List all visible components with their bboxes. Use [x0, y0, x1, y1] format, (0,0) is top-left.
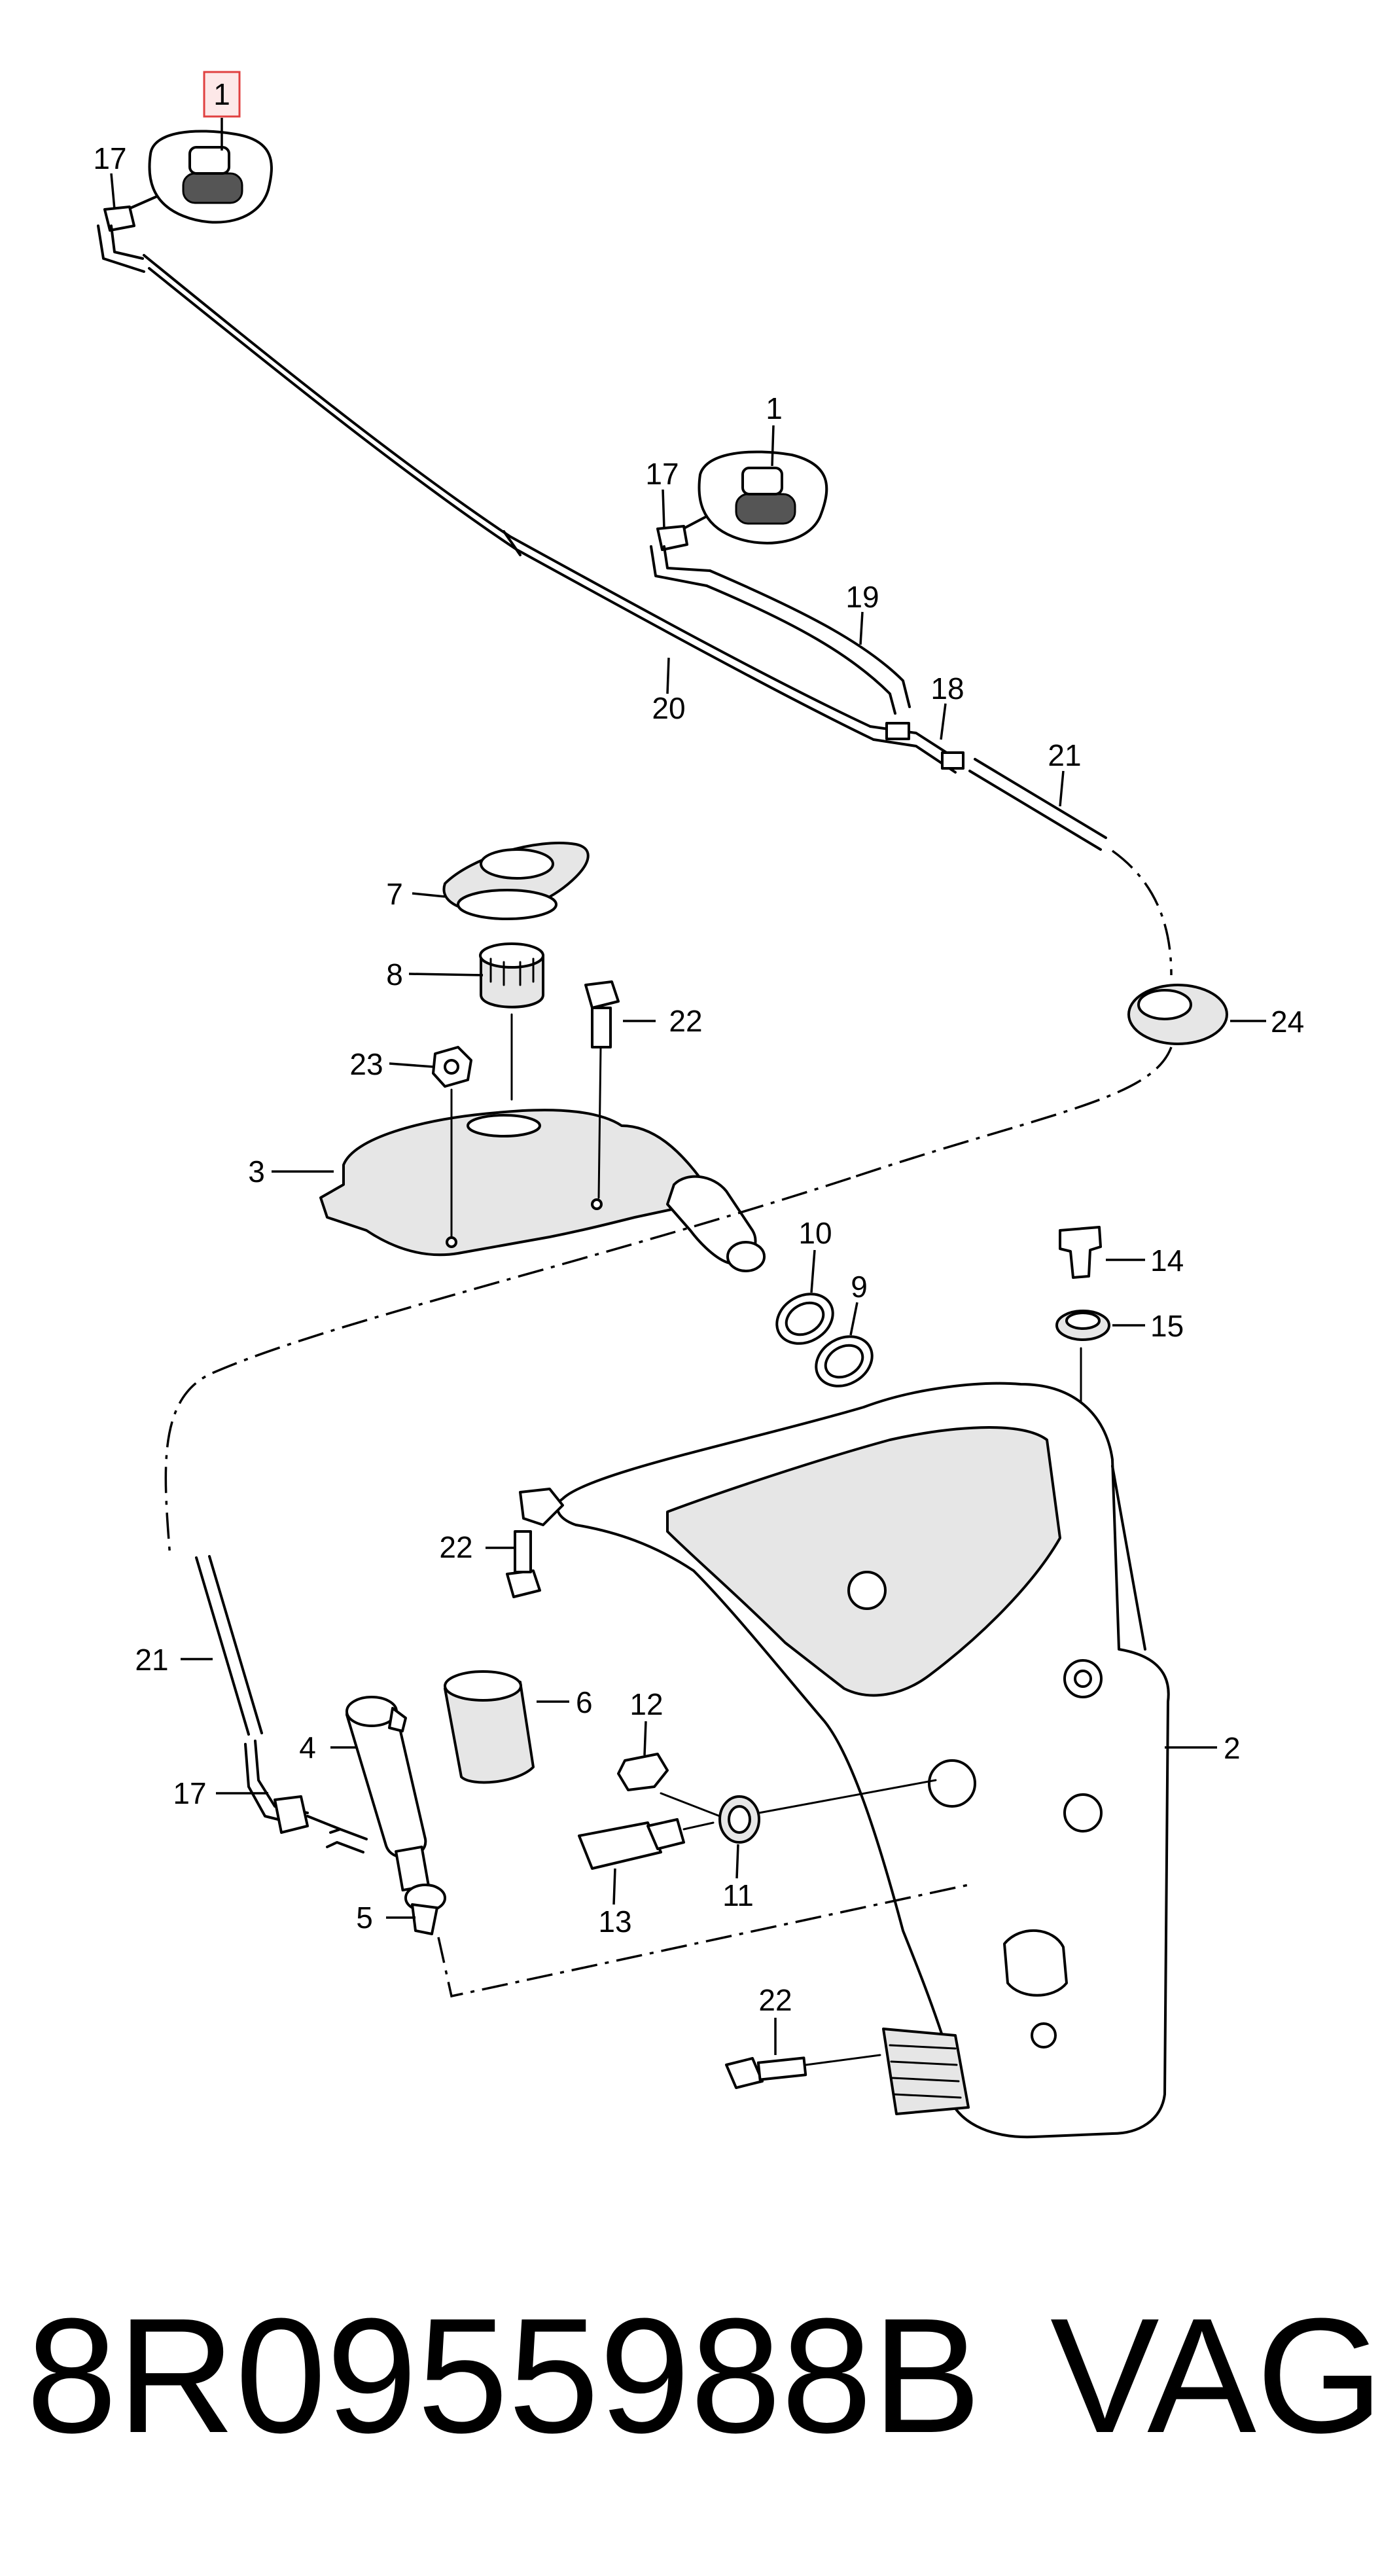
grommet-11 [660, 1779, 937, 1844]
connector-18 [869, 722, 964, 774]
callout-22-middle: 22 [439, 1530, 472, 1564]
callout-2: 2 [1224, 1731, 1241, 1765]
callout-22-lower: 22 [758, 1983, 792, 2017]
hose-20 [143, 254, 875, 741]
callout-11: 11 [722, 1878, 754, 1912]
callout-17-top: 17 [93, 141, 126, 175]
part-number: 8R0955988B [26, 2284, 982, 2467]
nut-23 [432, 1046, 472, 1238]
sleeve-6 [444, 1670, 535, 1784]
callout-8: 8 [386, 957, 403, 992]
callout-12: 12 [629, 1687, 663, 1721]
callout-9: 9 [851, 1270, 868, 1304]
callout-7: 7 [386, 877, 403, 911]
callout-15: 15 [1150, 1309, 1184, 1343]
washer-nozzle-1-middle [650, 450, 828, 587]
routing-line-left [164, 1177, 851, 1558]
callout-24: 24 [1271, 1005, 1304, 1039]
callout-1-middle: 1 [766, 391, 783, 425]
callout-1-top: 1 [213, 77, 230, 111]
washer-reservoir-2 [519, 1382, 1170, 2139]
callout-21-upper: 21 [1048, 738, 1081, 772]
callout-22-top: 22 [669, 1004, 702, 1038]
bolt-22-middle [506, 1530, 541, 1598]
callout-14: 14 [1150, 1243, 1184, 1278]
level-sensor-13 [578, 1818, 715, 1870]
rivet-14 [1059, 1226, 1102, 1279]
callout-17-lower: 17 [173, 1776, 206, 1810]
callout-23: 23 [349, 1047, 383, 1081]
callout-labels: 1 17 1 17 19 18 20 21 7 8 22 24 23 3 10 … [93, 77, 1304, 2017]
seal-10 [775, 1293, 834, 1345]
seal-9 [815, 1335, 874, 1387]
strainer-8 [479, 942, 544, 1101]
callout-21-lower: 21 [135, 1643, 168, 1677]
brand-name: VAG [1050, 2284, 1380, 2467]
callout-5: 5 [356, 1901, 373, 1935]
hose-21-upper [968, 758, 1173, 976]
filler-neck-bracket-3 [319, 1109, 766, 1272]
hose-21-lower [195, 1555, 309, 1827]
callout-18: 18 [930, 671, 964, 706]
washer-nozzle-1-top [97, 130, 273, 273]
callout-20: 20 [652, 691, 685, 725]
hose-19 [705, 569, 911, 715]
callout-4: 4 [299, 1730, 316, 1764]
callout-13: 13 [598, 1905, 631, 1939]
bolt-22-top [584, 980, 620, 1199]
callout-10: 10 [798, 1216, 832, 1250]
washer-pump-4 [326, 1696, 430, 1892]
callout-6: 6 [576, 1685, 593, 1719]
filler-cap-7 [442, 842, 590, 920]
bolt-22-lower [725, 2054, 881, 2089]
connector-17-lower [274, 1795, 342, 1834]
leader-lines [110, 118, 1266, 2055]
callout-3: 3 [248, 1154, 265, 1189]
callout-19: 19 [845, 580, 879, 614]
grommet-24 [850, 984, 1228, 1179]
grommet-5 [404, 1884, 969, 1998]
callout-17-middle: 17 [645, 457, 679, 491]
rivet-12 [617, 1753, 669, 1791]
callout-1-highlight [203, 71, 241, 118]
